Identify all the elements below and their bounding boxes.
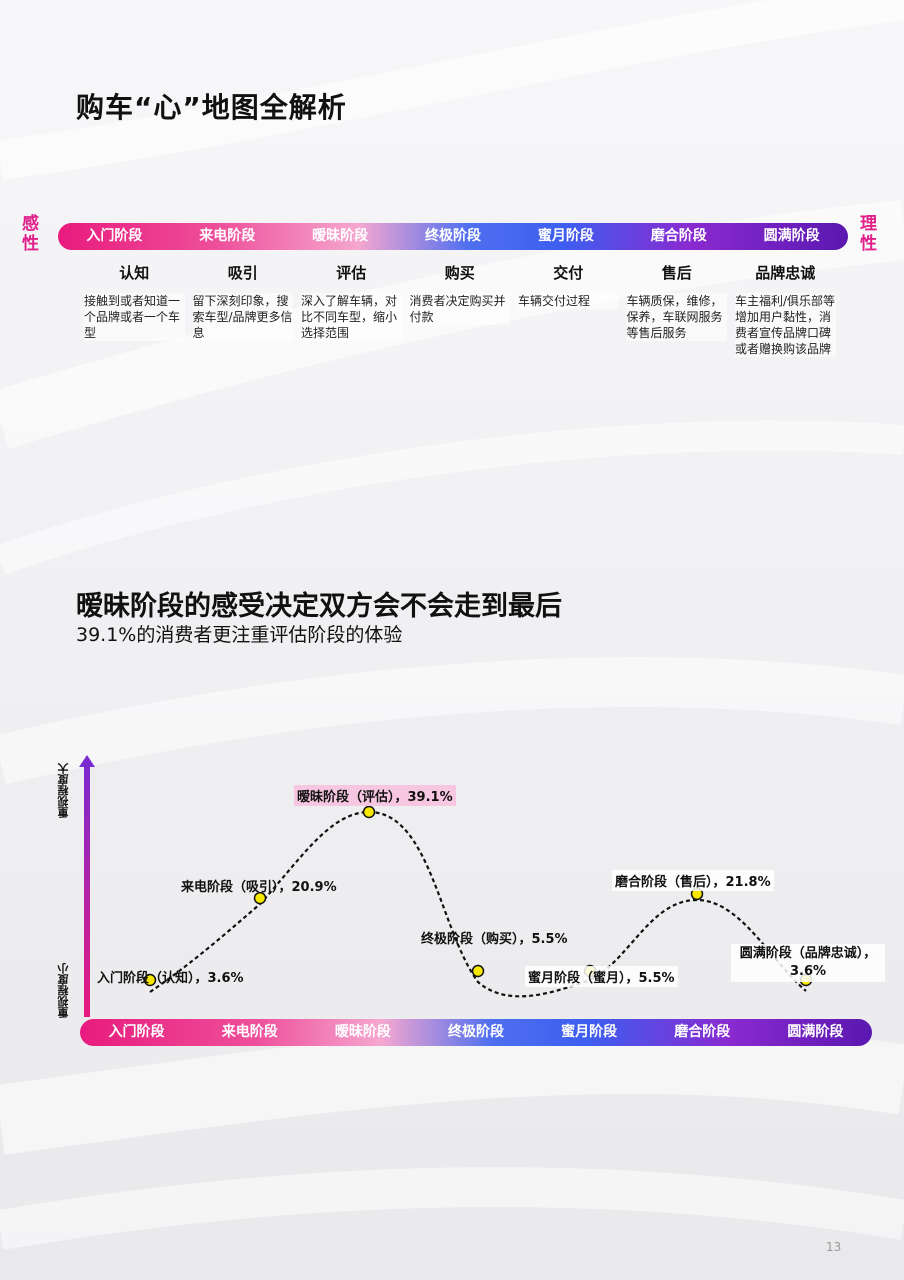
stage-descriptions: 认知接触到或者知道一个品牌或者一个车型 吸引留下深刻印象，搜索车型/品牌更多信息…	[80, 262, 840, 357]
y-axis-arrowhead	[79, 755, 95, 767]
curve-point	[253, 891, 267, 905]
stage-column: 售后车辆质保，维修，保养，车联网服务等售后服务	[623, 262, 732, 357]
stage-segment: 来电阶段	[199, 228, 256, 244]
column-heading: 认知	[119, 264, 150, 282]
stage-segment: 圆满阶段	[763, 228, 820, 244]
column-heading: 购买	[444, 264, 475, 282]
point-label: 蜜月阶段（蜜月），5.5%	[525, 966, 678, 987]
column-heading: 售后	[661, 264, 692, 282]
stage-column: 品牌忠诚车主福利/俱乐部等增加用户黏性，消费者宣传品牌口碑或者赠换购该品牌	[731, 262, 840, 357]
point-label: 圆满阶段（品牌忠诚），3.6%	[731, 944, 885, 982]
column-heading: 品牌忠诚	[755, 264, 816, 282]
stage-segment: 暧昧阶段	[312, 228, 369, 244]
column-description: 深入了解车辆，对比不同车型，缩小选择范围	[301, 293, 402, 341]
column-heading: 吸引	[227, 264, 258, 282]
page-title: 购车“心”地图全解析	[76, 91, 347, 124]
stage-segment: 蜜月阶段	[561, 1024, 618, 1040]
stage-column: 认知接触到或者知道一个品牌或者一个车型	[80, 262, 189, 357]
stage-bar-bottom: 入门阶段 来电阶段 暧昧阶段 终极阶段 蜜月阶段 磨合阶段 圆满阶段	[80, 1019, 872, 1046]
stage-column: 交付车辆交付过程	[514, 262, 623, 357]
stage-column: 吸引留下深刻印象，搜索车型/品牌更多信息	[189, 262, 298, 357]
column-description: 车辆交付过程	[518, 293, 619, 309]
stage-segment: 蜜月阶段	[537, 228, 594, 244]
rational-label: 理性	[860, 214, 877, 254]
emotional-label: 感性	[22, 214, 39, 254]
point-label: 入门阶段（认知），3.6%	[97, 971, 244, 986]
point-label: 暧昧阶段（评估），39.1%	[294, 785, 456, 806]
stage-segment: 入门阶段	[86, 228, 143, 244]
stage-segment: 终极阶段	[447, 1024, 504, 1040]
stage-segment: 磨合阶段	[650, 228, 707, 244]
curve-point	[143, 973, 157, 987]
stage-segment: 暧昧阶段	[334, 1024, 391, 1040]
stage-bar-top: 入门阶段 来电阶段 暧昧阶段 终极阶段 蜜月阶段 磨合阶段 圆满阶段	[58, 223, 848, 250]
stage-segment: 磨合阶段	[674, 1024, 731, 1040]
section-subtitle: 39.1%的消费者更注重评估阶段的体验	[76, 624, 403, 646]
column-description: 留下深刻印象，搜索车型/品牌更多信息	[192, 293, 293, 341]
curve-point	[471, 964, 485, 978]
stage-segment: 入门阶段	[108, 1024, 165, 1040]
section-title: 暧昧阶段的感受决定双方会不会走到最后	[76, 591, 562, 622]
column-description: 接触到或者知道一个品牌或者一个车型	[84, 293, 185, 341]
point-label: 终极阶段（购买），5.5%	[421, 932, 568, 947]
page-number: 13	[826, 1240, 842, 1254]
curve-point	[362, 805, 376, 819]
stage-segment: 圆满阶段	[787, 1024, 844, 1040]
stage-column: 评估深入了解车辆，对比不同车型，缩小选择范围	[297, 262, 406, 357]
column-heading: 评估	[336, 264, 367, 282]
stage-segment: 终极阶段	[425, 228, 481, 244]
column-description: 消费者决定购买并付款	[409, 293, 510, 325]
column-description: 车主福利/俱乐部等增加用户黏性，消费者宣传品牌口碑或者赠换购该品牌	[735, 293, 836, 357]
column-description: 车辆质保，维修，保养，车联网服务等售后服务	[626, 293, 727, 341]
column-heading: 交付	[553, 264, 584, 282]
point-label: 磨合阶段（售后），21.8%	[612, 870, 774, 891]
stage-segment: 来电阶段	[221, 1024, 278, 1040]
y-axis-bar	[84, 762, 90, 1017]
stage-column: 购买消费者决定购买并付款	[406, 262, 515, 357]
point-label: 来电阶段（吸引），20.9%	[181, 880, 337, 895]
